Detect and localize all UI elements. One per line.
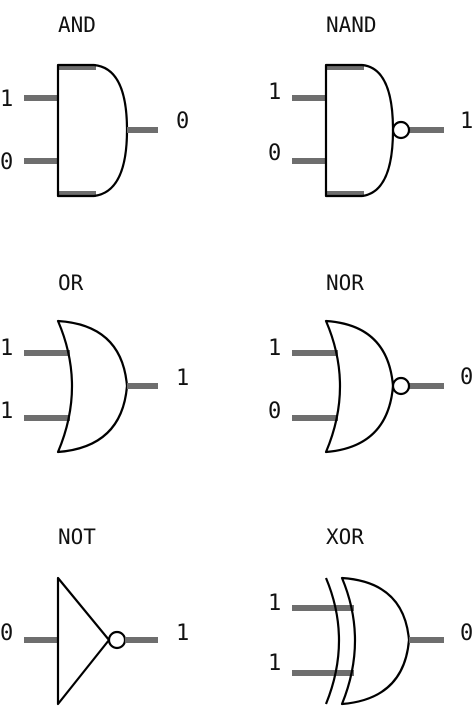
gate-nand: NAND 1 0 1	[268, 13, 473, 198]
gate-title: OR	[58, 271, 84, 295]
gate-and: AND 1 0 0	[0, 13, 189, 198]
input-label: 1	[0, 399, 13, 424]
gate-xor: XOR 1 1 0	[268, 525, 473, 706]
inverter-bubble	[107, 630, 127, 650]
output-label: 0	[176, 109, 189, 134]
gate-title: NOR	[326, 271, 364, 295]
output-label: 1	[460, 109, 473, 134]
input-label: 0	[0, 621, 13, 646]
inverter-bubble	[391, 376, 411, 396]
input-label: 1	[0, 87, 13, 112]
gate-title: NAND	[326, 13, 377, 37]
nor-gate-body	[324, 319, 395, 454]
xor-input-arc	[324, 577, 341, 705]
input-label: 1	[268, 591, 281, 616]
gate-title: AND	[58, 13, 96, 37]
gate-title: NOT	[58, 525, 96, 549]
gate-not: NOT 0 1	[0, 525, 189, 706]
input-label: 1	[0, 336, 13, 361]
input-label: 0	[0, 150, 13, 175]
nand-gate-body	[324, 63, 395, 198]
inverter-bubble	[391, 120, 411, 140]
input-label: 1	[268, 80, 281, 105]
not-gate-body	[56, 576, 111, 706]
input-label: 1	[268, 651, 281, 676]
xor-gate-body	[340, 576, 411, 706]
input-label: 0	[268, 399, 281, 424]
gate-nor: NOR 1 0 0	[268, 271, 473, 454]
output-label: 1	[176, 621, 189, 646]
output-label: 0	[460, 365, 473, 390]
and-gate-body	[56, 63, 129, 198]
input-label: 1	[268, 336, 281, 361]
gate-or: OR 1 1 1	[0, 271, 189, 454]
or-gate-body	[56, 319, 129, 454]
output-label: 1	[176, 366, 189, 391]
gate-title: XOR	[326, 525, 364, 549]
input-label: 0	[268, 141, 281, 166]
output-label: 0	[460, 621, 473, 646]
